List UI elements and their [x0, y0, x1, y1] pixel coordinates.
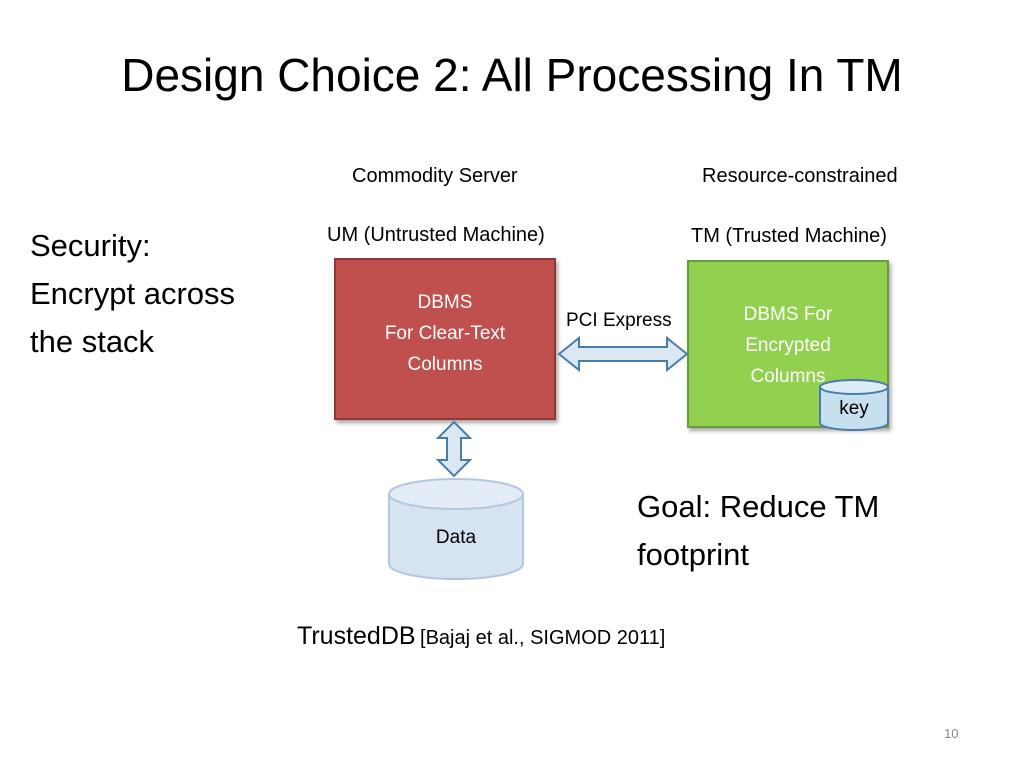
- page-number: 10: [944, 726, 959, 741]
- data-label: Data: [435, 527, 477, 548]
- tm-box-line: Columns: [750, 366, 826, 387]
- um-box-line: For Clear-Text: [384, 322, 506, 344]
- tm-dbms-box: DBMS For Encrypted Columns: [687, 260, 889, 428]
- tm-box-line: Encrypted: [745, 335, 831, 356]
- bidirectional-arrow-icon: [557, 335, 689, 373]
- um-dbms-box: DBMS For Clear-Text Columns: [334, 258, 556, 420]
- goal-line: footprint: [637, 537, 750, 572]
- security-line: Security:: [30, 228, 151, 263]
- um-box-line: Columns: [407, 353, 483, 375]
- vertical-bidirectional-arrow-icon: [435, 420, 473, 478]
- slide-title: Design Choice 2: All Processing In TM: [121, 49, 903, 101]
- tm-caption: TM (Trusted Machine): [691, 225, 887, 247]
- um-box-line: DBMS: [417, 291, 473, 313]
- security-note: Security: Encrypt across the stack: [30, 222, 235, 366]
- security-line: the stack: [30, 324, 155, 359]
- citation-system: TrustedDB: [297, 622, 416, 650]
- data-cylinder-icon: [388, 478, 524, 580]
- citation: TrustedDB [Bajaj et al., SIGMOD 2011]: [297, 622, 665, 651]
- um-caption: UM (Untrusted Machine): [327, 224, 545, 246]
- key-cylinder-icon: [819, 379, 889, 431]
- goal-note: Goal: Reduce TM footprint: [637, 483, 879, 579]
- citation-reference: [Bajaj et al., SIGMOD 2011]: [420, 627, 666, 649]
- tm-box-line: DBMS For: [743, 304, 833, 325]
- um-caption-top: Commodity Server: [352, 165, 518, 187]
- pci-express-label: PCI Express: [566, 310, 672, 331]
- tm-caption-top: Resource-constrained: [702, 165, 898, 187]
- security-line: Encrypt across: [30, 276, 236, 311]
- goal-line: Goal: Reduce TM: [637, 489, 880, 524]
- key-label: key: [839, 398, 869, 419]
